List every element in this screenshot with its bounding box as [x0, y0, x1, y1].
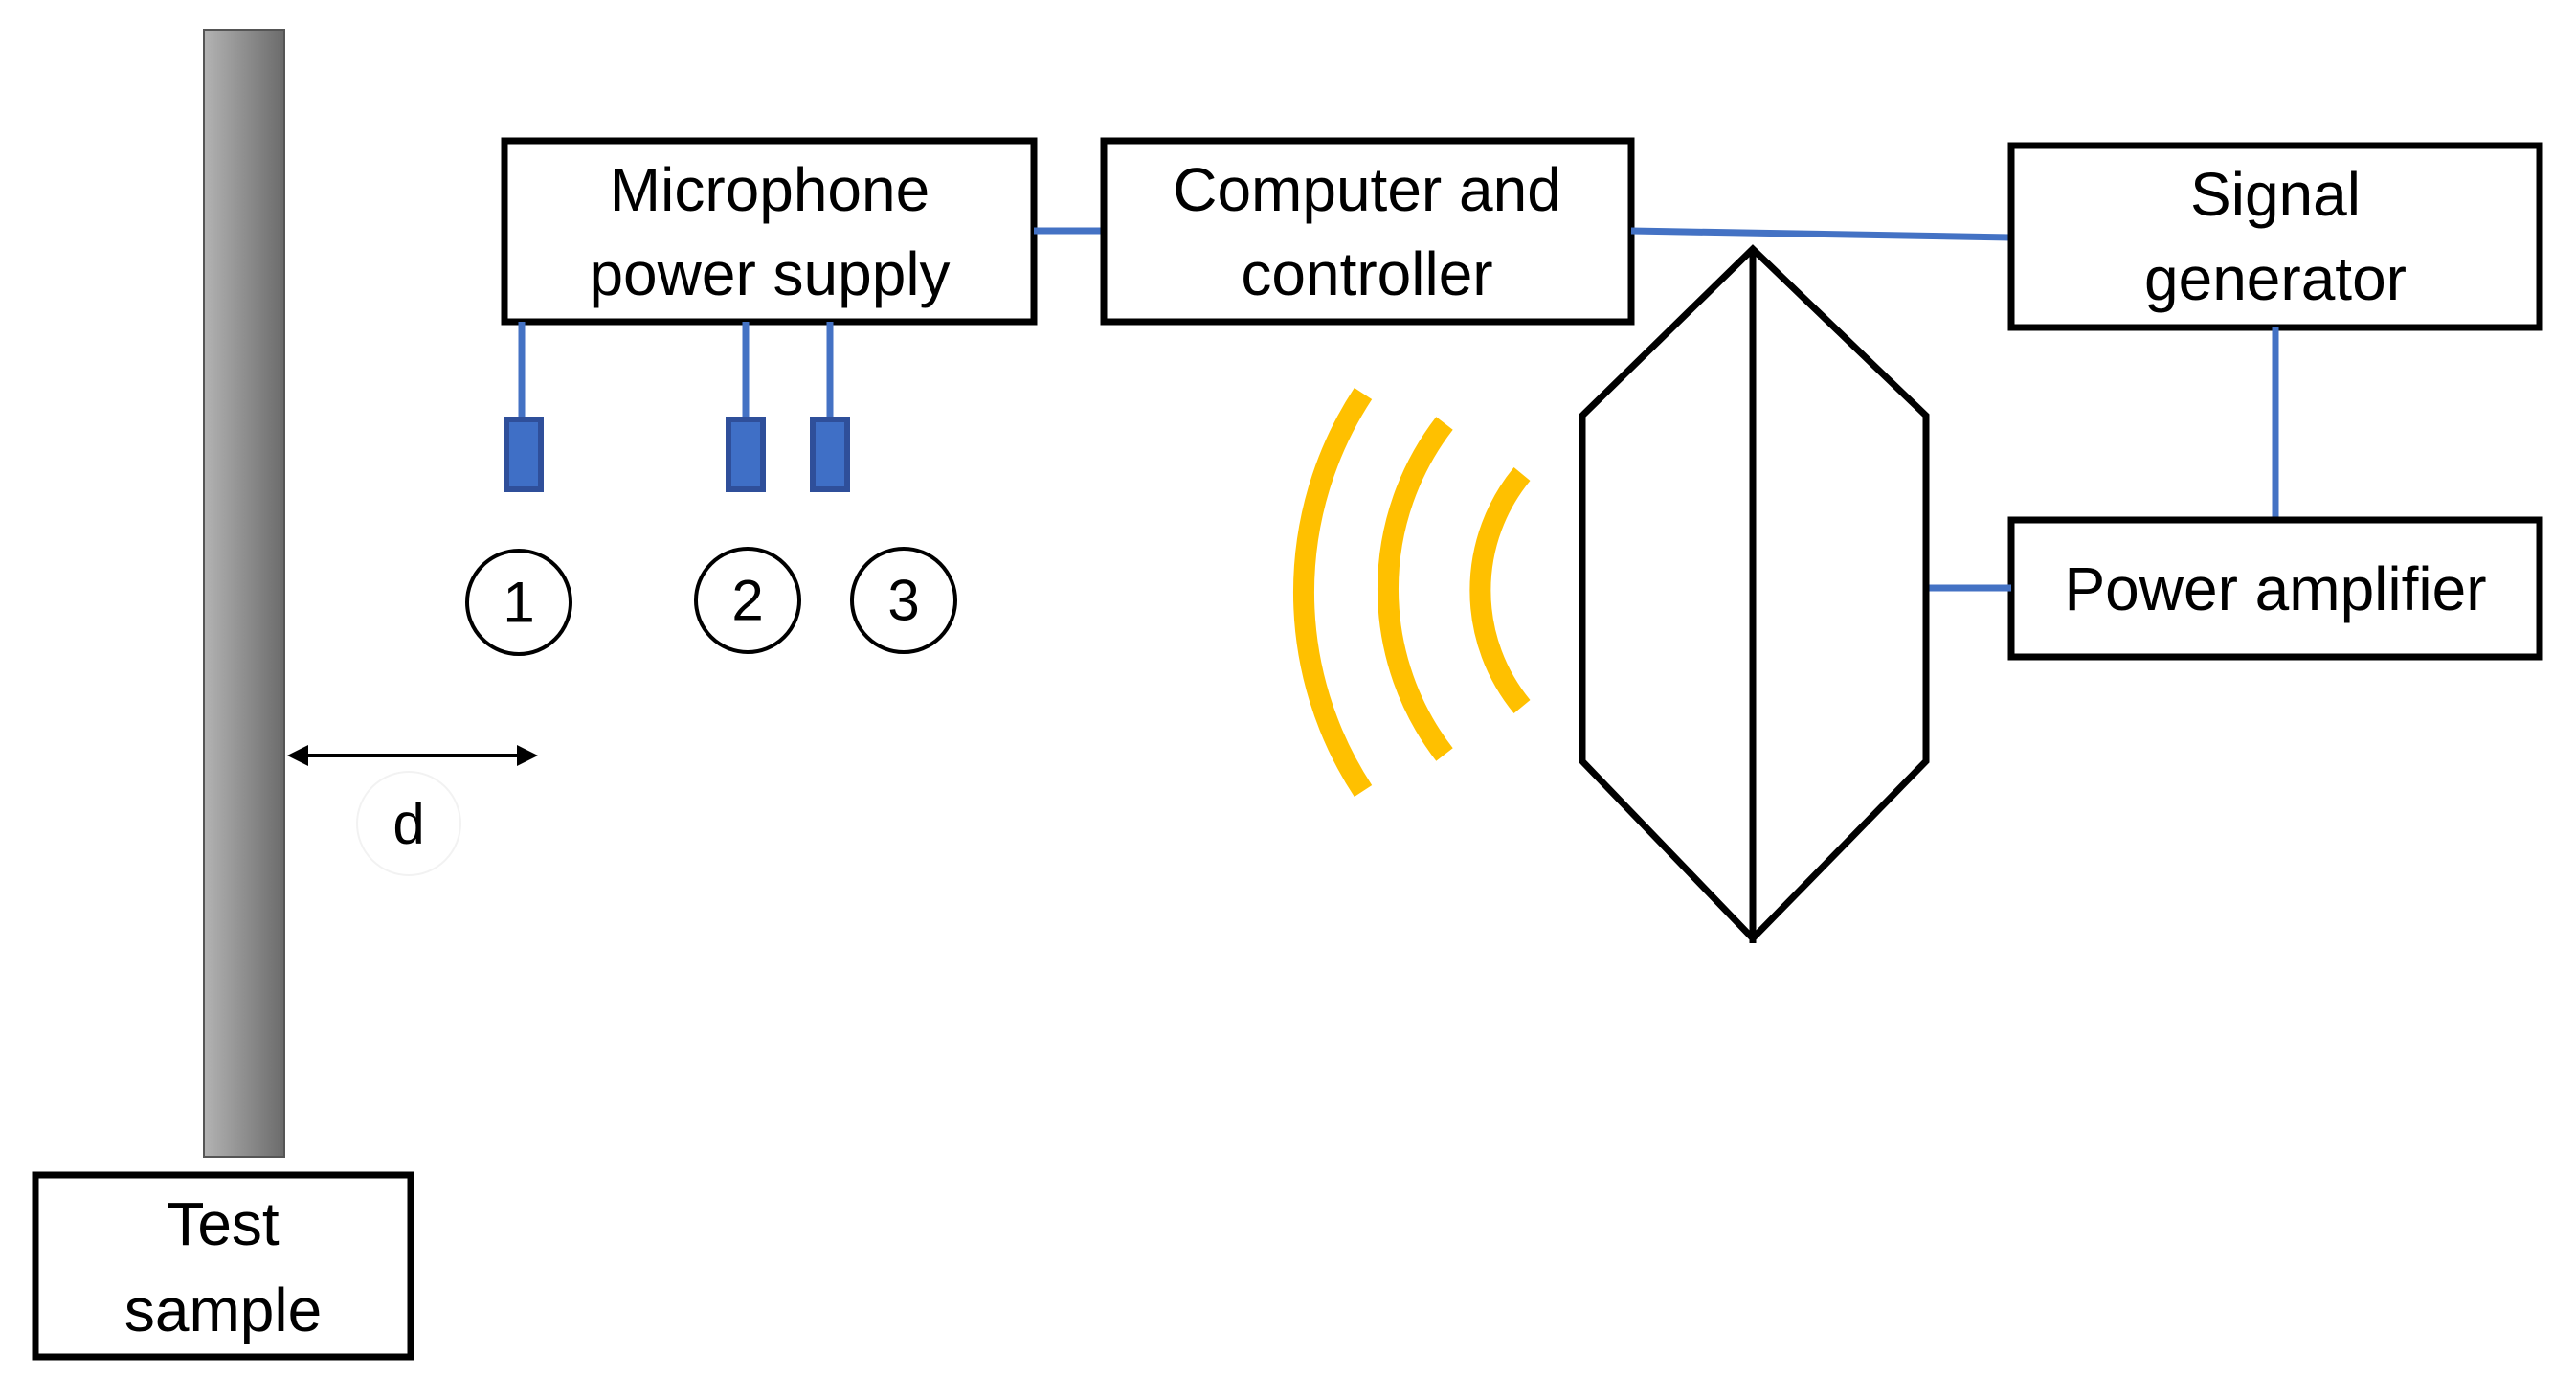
distance-marker-label: d [392, 792, 424, 856]
test-sample-panel [203, 29, 285, 1158]
distance-arrow [287, 745, 538, 766]
mic1-marker [465, 549, 572, 656]
microphone-3 [810, 417, 850, 492]
microphone-2 [726, 417, 766, 492]
sound-wave-outer [1292, 387, 1373, 798]
mic2-marker [694, 547, 801, 654]
test-sample-label-line-1: Test [167, 1189, 280, 1258]
mic1-marker-label: 1 [503, 571, 534, 635]
microphone-power-supply-box: Microphone power supply [501, 137, 1038, 326]
power-amplifier-label: Power amplifier [2064, 554, 2486, 623]
sound-waves [1292, 387, 1531, 798]
sound-wave-inner [1469, 467, 1531, 713]
signal-generator-label-line-1: Signal [2190, 160, 2361, 229]
computer-controller-box: Computer and controller [1100, 137, 1635, 326]
computer-controller-label-line-2: controller [1241, 239, 1492, 308]
mic2-marker-label: 2 [731, 569, 763, 633]
signal-generator-label-line-2: generator [2144, 244, 2407, 313]
sound-wave-middle [1378, 417, 1453, 761]
power-amplifier-box: Power amplifier [2007, 516, 2543, 661]
signal-generator-box: Signal generator [2007, 142, 2543, 331]
mic3-marker-label: 3 [887, 569, 919, 633]
mic3-marker [850, 547, 957, 654]
loudspeaker [1579, 244, 1930, 944]
computer-controller-label-line-1: Computer and [1173, 155, 1561, 224]
microphone-1 [504, 417, 544, 492]
microphone-power-supply-label-line-2: power supply [589, 239, 950, 308]
test-sample-label-line-2: sample [124, 1276, 322, 1344]
computer-to-generator-cable [1630, 227, 2012, 241]
microphone-power-supply-label-line-1: Microphone [610, 155, 930, 224]
test-sample-box: Test sample [32, 1171, 414, 1361]
distance-marker [356, 771, 461, 876]
